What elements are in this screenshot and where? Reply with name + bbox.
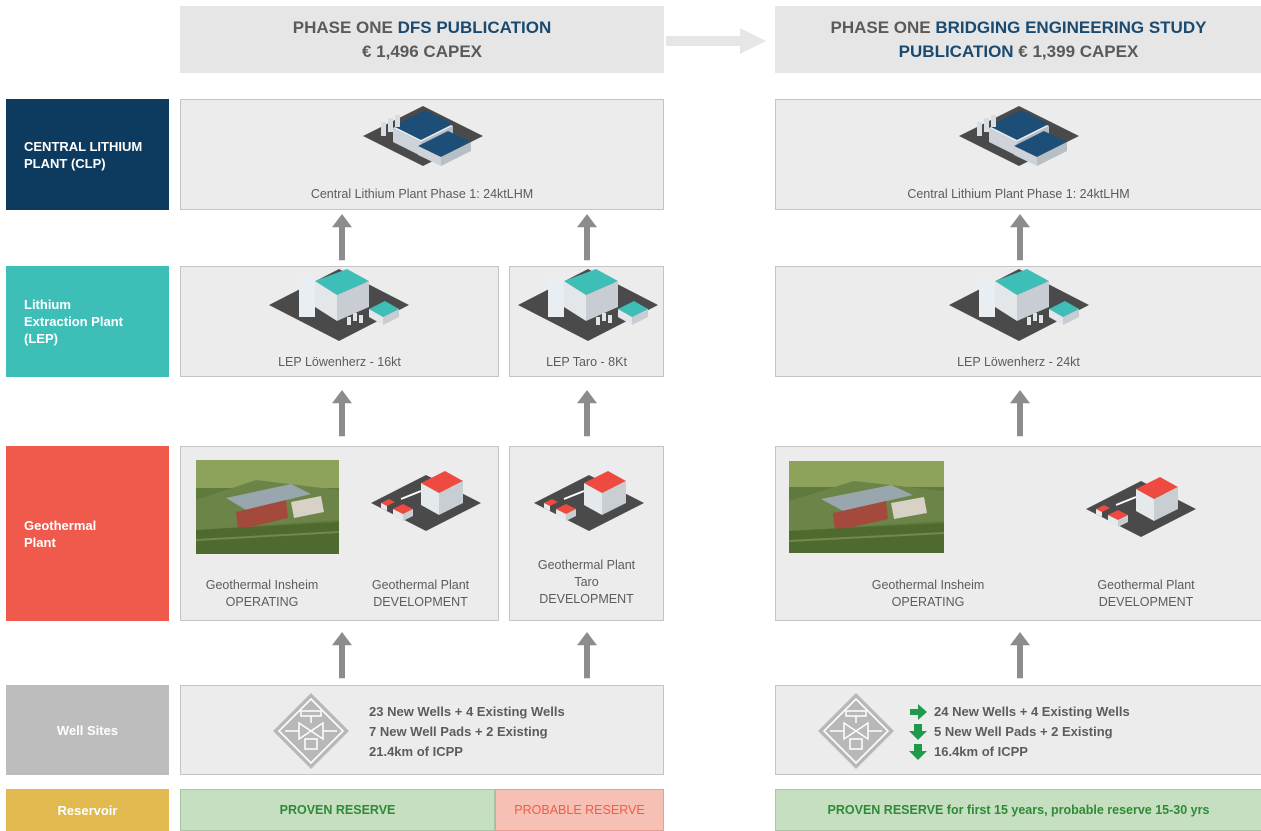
up-arrow-icon	[1010, 632, 1030, 679]
extraction-plant-icon	[269, 269, 409, 341]
geo-dev-caption: Geothermal Plant DEVELOPMENT	[343, 577, 498, 611]
wells-line: 7 New Well Pads + 2 Existing	[369, 724, 548, 739]
category-label: Reservoir	[57, 802, 118, 818]
extraction-plant-icon	[518, 269, 658, 341]
header-dfs: PHASE ONE DFS PUBLICATION € 1,496 CAPEX	[180, 6, 664, 73]
lep-caption: LEP Löwenherz - 24kt	[957, 355, 1080, 369]
caption-line: Geothermal Insheim	[205, 578, 319, 592]
insheim-aerial-photo	[789, 461, 944, 553]
lep-panel-right: LEP Löwenherz - 24kt	[775, 266, 1261, 377]
category-label: Well Sites	[56, 722, 119, 738]
up-arrow-icon	[332, 390, 352, 437]
clp-panel-left: Central Lithium Plant Phase 1: 24ktLHM	[180, 99, 664, 210]
geothermal-panel-taro: Geothermal Plant Taro DEVELOPMENT	[509, 446, 664, 621]
header-prefix: PHASE ONE	[830, 17, 936, 37]
wells-line: 21.4km of ICPP	[369, 744, 463, 759]
lep-caption: LEP Taro - 8Kt	[546, 355, 627, 369]
caption-line: OPERATING	[891, 595, 965, 609]
geothermal-panel-right: Geothermal Insheim OPERATING Geothermal …	[775, 446, 1261, 621]
geo-insheim-caption: Geothermal Insheim OPERATING	[828, 577, 1028, 611]
wells-panel-right: 24 New Wells + 4 Existing Wells 5 New We…	[775, 685, 1261, 775]
wells-text-right: 24 New Wells + 4 Existing Wells 5 New We…	[934, 702, 1130, 762]
caption-line: Geothermal Plant	[371, 578, 470, 592]
up-arrow-icon	[1010, 214, 1030, 261]
header-highlight-2: PUBLICATION	[898, 41, 1014, 61]
well-valve-icon	[817, 692, 895, 770]
up-arrow-icon	[1010, 390, 1030, 437]
probable-reserve: PROBABLE RESERVE	[495, 789, 664, 831]
caption-line: Geothermal Plant	[537, 558, 636, 572]
arrow-right-icon	[910, 704, 927, 720]
caption-line: DEVELOPMENT	[539, 592, 634, 606]
category-reservoir: Reservoir	[6, 789, 169, 831]
header-highlight: BRIDGING ENGINEERING STUDY	[935, 17, 1207, 37]
arrow-down-icon	[909, 744, 927, 760]
wells-line: 5 New Well Pads + 2 Existing	[934, 724, 1113, 739]
reserve-right: PROVEN RESERVE for first 15 years, proba…	[775, 789, 1261, 831]
up-arrow-icon	[332, 632, 352, 679]
header-dfs-line1: PHASE ONE DFS PUBLICATION	[180, 16, 664, 40]
caption-line: Geothermal Plant	[1097, 578, 1195, 592]
category-label: CENTRAL LITHIUM PLANT (CLP)	[24, 138, 143, 171]
caption-line: Geothermal Insheim	[871, 578, 985, 592]
geothermal-plant-icon	[371, 470, 481, 532]
caption-line: DEVELOPMENT	[1098, 595, 1194, 609]
wells-change-icons	[908, 703, 928, 761]
header-capex: € 1,496 CAPEX	[361, 41, 482, 61]
geo-dev-caption: Geothermal Plant DEVELOPMENT	[1046, 577, 1246, 611]
wells-line: 16.4km of ICPP	[934, 744, 1028, 759]
geothermal-plant-icon	[1086, 476, 1196, 538]
wells-panel-left: 23 New Wells + 4 Existing Wells 7 New We…	[180, 685, 664, 775]
caption-line: OPERATING	[225, 595, 299, 609]
caption-line: Taro	[574, 575, 599, 589]
geothermal-panel-left: Geothermal Insheim OPERATING Geothermal …	[180, 446, 499, 621]
factory-icon	[363, 106, 483, 166]
geothermal-plant-icon	[534, 470, 644, 532]
category-clp: CENTRAL LITHIUM PLANT (CLP)	[6, 99, 169, 210]
category-label: Lithium Extraction Plant (LEP)	[24, 297, 123, 346]
wells-line: 24 New Wells + 4 Existing Wells	[934, 704, 1130, 719]
category-lep: Lithium Extraction Plant (LEP)	[6, 266, 169, 377]
category-label: Geothermal Plant	[24, 517, 97, 550]
extraction-plant-icon	[949, 269, 1089, 341]
header-capex: € 1,399 CAPEX	[1013, 41, 1139, 61]
category-geothermal: Geothermal Plant	[6, 446, 169, 621]
factory-icon	[959, 106, 1079, 166]
lep-panel-lowenherz: LEP Löwenherz - 16kt	[180, 266, 499, 377]
clp-panel-right: Central Lithium Plant Phase 1: 24ktLHM	[775, 99, 1261, 210]
caption-line: DEVELOPMENT	[373, 595, 468, 609]
up-arrow-icon	[577, 632, 597, 679]
up-arrow-icon	[577, 390, 597, 437]
clp-caption: Central Lithium Plant Phase 1: 24ktLHM	[907, 187, 1130, 201]
geo-insheim-caption: Geothermal Insheim OPERATING	[181, 577, 343, 611]
header-bes-line2: PUBLICATION € 1,399 CAPEX	[775, 40, 1261, 64]
clp-caption: Central Lithium Plant Phase 1: 24ktLHM	[310, 187, 534, 201]
header-highlight: DFS PUBLICATION	[397, 17, 552, 37]
header-bes-line1: PHASE ONE BRIDGING ENGINEERING STUDY	[775, 16, 1261, 40]
wells-line: 23 New Wells + 4 Existing Wells	[369, 704, 565, 719]
up-arrow-icon	[332, 214, 352, 261]
arrow-down-icon	[909, 724, 927, 740]
geo-taro-caption: Geothermal Plant Taro DEVELOPMENT	[510, 557, 663, 608]
insheim-aerial-photo	[196, 460, 339, 554]
arrow-right-icon	[666, 28, 766, 54]
lep-caption: LEP Löwenherz - 16kt	[278, 355, 401, 369]
header-bes: PHASE ONE BRIDGING ENGINEERING STUDY PUB…	[775, 6, 1261, 73]
lep-panel-taro: LEP Taro - 8Kt	[509, 266, 664, 377]
header-prefix: PHASE ONE	[292, 17, 398, 37]
well-valve-icon	[272, 692, 350, 770]
proven-reserve: PROVEN RESERVE	[180, 789, 495, 831]
wells-text-left: 23 New Wells + 4 Existing Wells 7 New We…	[369, 702, 565, 762]
up-arrow-icon	[577, 214, 597, 261]
category-wells: Well Sites	[6, 685, 169, 775]
